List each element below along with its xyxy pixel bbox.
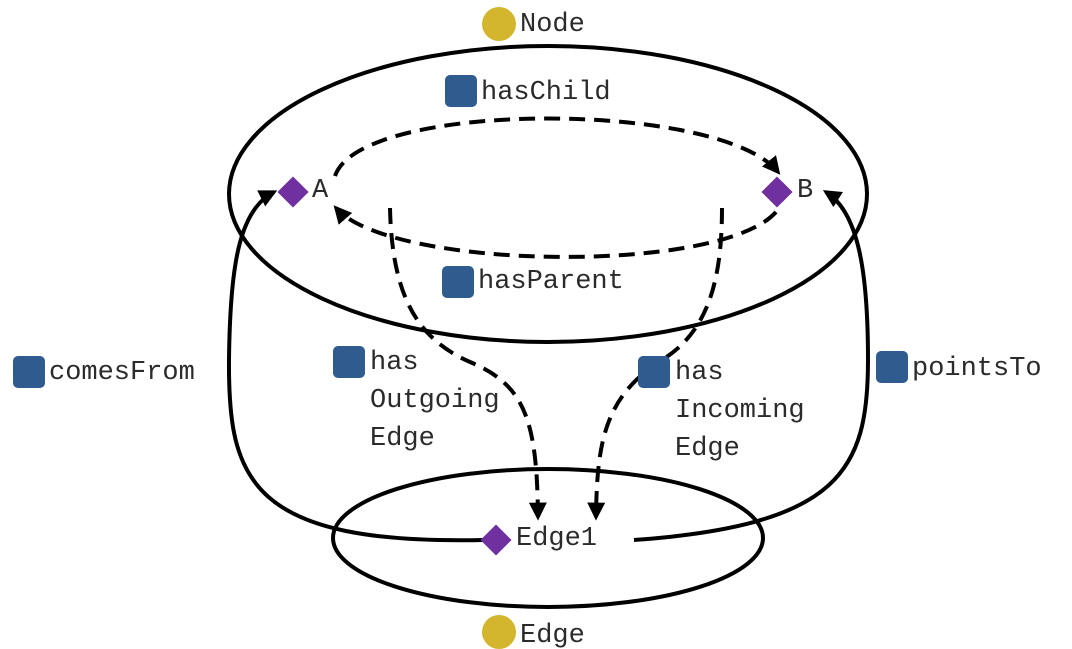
has-child-square-icon <box>445 75 477 107</box>
instance-edge1-diamond-icon <box>480 524 512 556</box>
points-to-square-icon <box>876 351 908 383</box>
points-to-arrow <box>633 190 871 542</box>
comes-from-square-icon <box>13 356 45 388</box>
has-incoming-edge-label-line-3: Edge <box>675 434 740 464</box>
has-parent-arrow <box>333 205 778 259</box>
node-class-ellipse <box>227 44 869 344</box>
has-child-label: hasChild <box>481 78 611 108</box>
has-incoming-edge-label-line-1: has <box>675 358 724 388</box>
comes-from-label: comesFrom <box>49 358 195 388</box>
comes-from-arrow <box>226 190 485 543</box>
instance-b-diamond-icon <box>761 176 793 208</box>
has-outgoing-edge-label-line-3: Edge <box>370 424 435 454</box>
instance-a-label: A <box>312 176 329 206</box>
instance-a-diamond-icon <box>277 176 309 208</box>
has-outgoing-edge-square-icon <box>333 346 365 378</box>
has-outgoing-edge-label-line-2: Outgoing <box>370 386 500 416</box>
node-class-label: Node <box>520 10 585 40</box>
edge-class-ellipse <box>331 467 765 609</box>
has-incoming-edge-square-icon <box>638 356 670 388</box>
has-parent-square-icon <box>442 266 474 298</box>
edge-class-circle-icon <box>482 615 516 649</box>
has-incoming-edge-arrow <box>587 207 724 521</box>
has-parent-label: hasParent <box>478 267 624 297</box>
points-to-label: pointsTo <box>912 354 1042 384</box>
edge-class-label: Edge <box>520 621 585 649</box>
has-incoming-edge-label-line-2: Incoming <box>675 396 805 426</box>
instance-edge1-label: Edge1 <box>516 524 597 554</box>
instance-b-label: B <box>797 176 813 206</box>
node-class-circle-icon <box>482 7 516 41</box>
has-child-arrow <box>333 116 781 177</box>
has-outgoing-edge-label-line-1: has <box>370 348 419 378</box>
has-outgoing-edge-arrow <box>388 207 547 521</box>
